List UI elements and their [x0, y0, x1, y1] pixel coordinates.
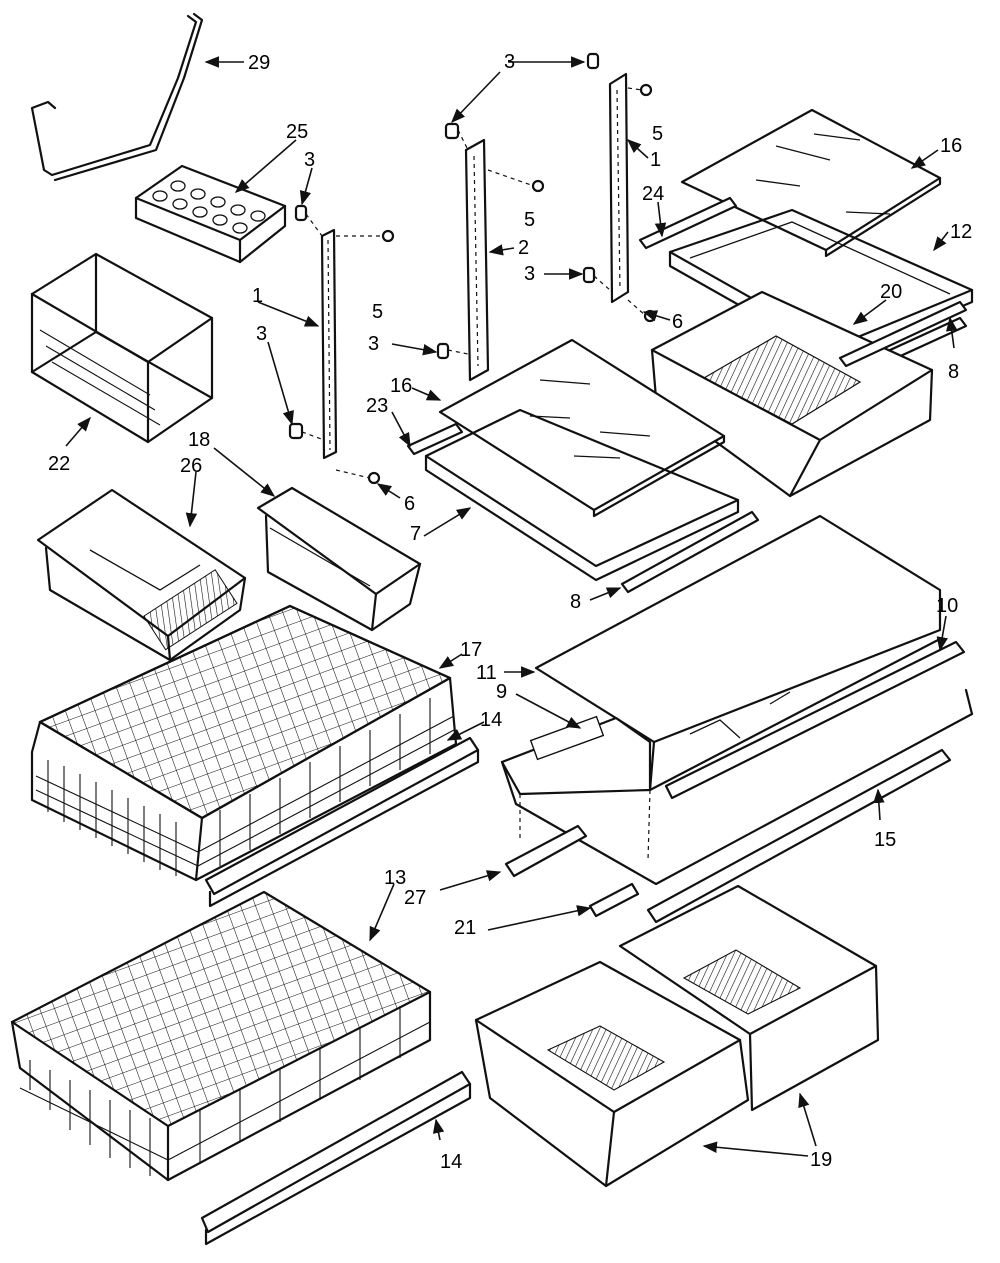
callout-20: 20 — [880, 281, 902, 303]
part-14-rail-lower — [200, 1070, 472, 1246]
callout-3: 3 — [304, 149, 315, 171]
callout-5: 5 — [524, 209, 535, 231]
leader-lines — [65, 56, 958, 1157]
callout-13: 13 — [384, 867, 406, 889]
part-10-cover-rail — [664, 640, 966, 800]
part-22-basket-shelf — [30, 252, 214, 444]
part-24-rail — [638, 196, 738, 250]
callout-21: 21 — [454, 917, 476, 939]
part-17-wire-basket — [30, 604, 458, 882]
part-9-meat-drawer — [500, 638, 974, 886]
callout-8: 8 — [948, 361, 959, 383]
callout-3: 3 — [256, 323, 267, 345]
part-16-glass-shelf-center — [438, 338, 726, 518]
callout-19: 19 — [810, 1149, 832, 1171]
callout-22: 22 — [48, 453, 70, 475]
callout-10: 10 — [936, 595, 958, 617]
part-19-crisper-drawers — [474, 884, 880, 1188]
part-8-rail-lower — [620, 510, 760, 594]
part-26-bin — [36, 488, 247, 662]
callout-18: 18 — [188, 429, 210, 451]
callout-1: 1 — [650, 149, 661, 171]
crisper-drawer-upper — [650, 290, 934, 498]
part-29-wire-retainer — [30, 12, 204, 182]
part-2-ladder-center — [464, 138, 490, 382]
callout-6: 6 — [404, 493, 415, 515]
part-7-shelf-frame — [424, 408, 740, 582]
callout-24: 24 — [642, 183, 664, 205]
callout-1: 1 — [252, 285, 263, 307]
part-8-rail-upper — [838, 300, 968, 368]
callout-9: 9 — [496, 681, 507, 703]
callout-27: 27 — [404, 887, 426, 909]
part-21-rail — [588, 882, 640, 918]
callout-11: 11 — [476, 662, 497, 684]
part-27-rail — [504, 824, 588, 878]
callout-3: 3 — [524, 263, 535, 285]
callout-26: 26 — [180, 455, 202, 477]
guide-lines — [519, 789, 651, 861]
callout-15: 15 — [874, 829, 896, 851]
part-1-ladder-right — [608, 72, 630, 304]
callout-labels: 29 25 3 3 3 3 3 5 5 5 1 1 2 16 16 24 12 … — [48, 51, 972, 1173]
callout-8: 8 — [570, 591, 581, 613]
callout-5: 5 — [652, 123, 663, 145]
callout-17: 17 — [460, 639, 482, 661]
callout-3: 3 — [368, 333, 379, 355]
part-25-egg-tray — [134, 164, 287, 264]
callout-29: 29 — [248, 52, 270, 74]
part-1-ladder-left — [320, 228, 338, 460]
callout-16: 16 — [390, 375, 412, 397]
callout-6: 6 — [672, 311, 683, 333]
part-14-rail-upper — [204, 736, 480, 908]
part-13-wire-basket — [10, 890, 432, 1182]
callout-12: 12 — [950, 221, 972, 243]
callout-14: 14 — [440, 1151, 462, 1173]
callout-16: 16 — [940, 135, 962, 157]
clips-and-pins — [288, 52, 657, 485]
callout-3: 3 — [504, 51, 515, 73]
callout-25: 25 — [286, 121, 308, 143]
callout-2: 2 — [518, 237, 529, 259]
callout-23: 23 — [366, 395, 388, 417]
callout-14: 14 — [480, 709, 502, 731]
callout-7: 7 — [410, 523, 421, 545]
callout-5: 5 — [372, 301, 383, 323]
part-23-rail — [406, 422, 464, 456]
part-18-bin — [256, 486, 422, 632]
